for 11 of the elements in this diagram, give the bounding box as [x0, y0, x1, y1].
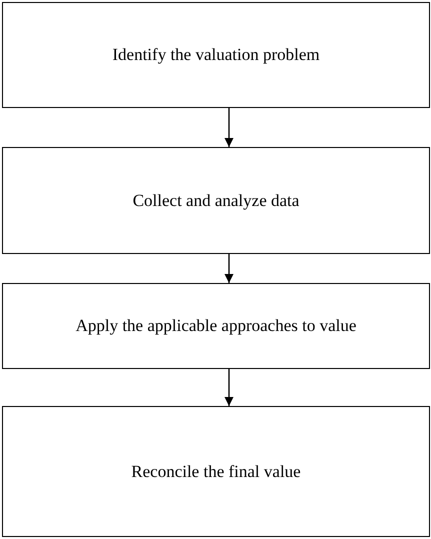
step-text: Apply the applicable approaches to value — [76, 315, 356, 337]
arrow — [224, 254, 234, 283]
process-box — [2, 2, 430, 108]
process-box — [2, 283, 430, 369]
process-box — [2, 406, 430, 537]
arrow — [224, 369, 234, 406]
step-text: Identify the valuation problem — [112, 44, 320, 66]
process-box — [2, 147, 430, 254]
step-text: Collect and analyze data — [132, 190, 300, 212]
step-text: Reconcile the final value — [131, 460, 301, 482]
arrow — [224, 108, 234, 147]
